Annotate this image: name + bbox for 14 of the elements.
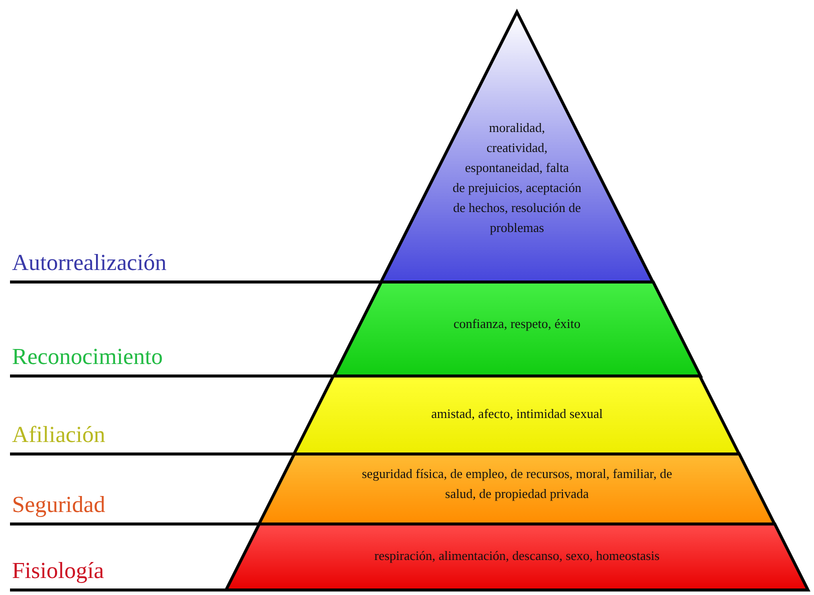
pyramid-level [226,524,808,590]
level-description: amistad, afecto, intimidad sexual [431,406,603,421]
level-description: moralidad, creatividad, espontaneidad, falta de prejuicios, aceptación de hechos, resolución de problemas [452,120,582,235]
level-name: Autorrealización [12,250,167,276]
pyramid-level [259,454,775,524]
level-description: confianza, respeto, éxito [453,316,581,331]
level-name: Afiliación [12,422,106,448]
level-description: seguridad física, de empleo, de recursos, moral, familiar, de salud, de propiedad privada [362,466,672,501]
level-description: respiración, alimentación, descanso, sexo, homeostasis [374,548,660,563]
pyramid-level [294,376,740,454]
level-name: Seguridad [12,492,106,518]
pyramid-level [334,282,700,376]
level-name: Fisiología [12,558,104,584]
level-name: Reconocimiento [12,344,163,370]
